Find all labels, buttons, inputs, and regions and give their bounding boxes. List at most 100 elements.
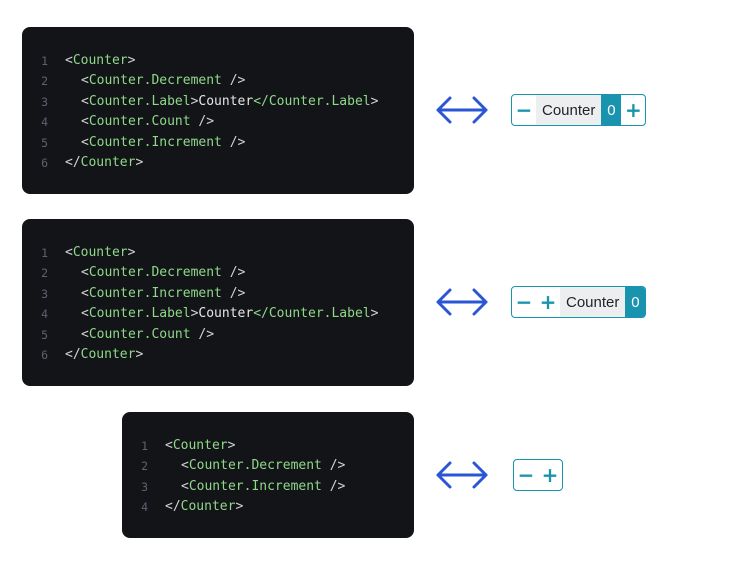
line-number: 1 — [41, 54, 48, 68]
counter-preview-3: −+ — [513, 459, 563, 491]
code-line: 2<Counter.Decrement /> — [122, 456, 414, 476]
line-number: 2 — [41, 74, 48, 89]
line-number: 2 — [41, 266, 48, 281]
decrement-button[interactable]: − — [517, 463, 535, 487]
code-punctuation: > — [135, 155, 144, 170]
code-tag-name: Counter.Decrement — [88, 265, 222, 281]
line-number: 1 — [141, 439, 148, 453]
code-text: </Counter> — [65, 345, 143, 365]
line-number: 4 — [141, 500, 148, 515]
code-line: 3<Counter.Label>Counter</Counter.Label> — [22, 92, 414, 112]
code-tag-name: Counter.Count — [88, 326, 191, 342]
code-text: <Counter> — [165, 436, 235, 456]
code-punctuation: < — [181, 458, 189, 474]
code-punctuation: < — [81, 114, 89, 130]
code-text: <Counter.Label>Counter</Counter.Label> — [81, 92, 378, 112]
code-tag-name: Counter.Increment — [88, 285, 222, 301]
code-text: <Counter.Increment /> — [181, 477, 345, 497]
code-line: 4 <Counter.Label>Counter</Counter.Label> — [22, 304, 414, 324]
code-line: 1 <Counter> — [22, 243, 414, 263]
code-punctuation: > — [235, 499, 244, 515]
code-punctuation: /> — [190, 326, 215, 342]
code-line: 4 </Counter> — [122, 497, 414, 517]
code-text: <Counter.Increment /> — [81, 133, 245, 153]
code-text: <Counter> — [65, 51, 135, 71]
code-punctuation: > — [135, 347, 144, 362]
code-punctuation: > — [190, 93, 199, 109]
code-tag-name: </Counter.Label — [253, 93, 371, 109]
code-punctuation: </ — [165, 499, 181, 515]
code-punctuation: /> — [221, 285, 246, 301]
code-punctuation: </ — [65, 155, 81, 170]
code-line: 1 <Counter> — [22, 51, 414, 71]
code-tag-name: Counter.Decrement — [188, 458, 322, 474]
code-punctuation: /> — [221, 73, 246, 89]
code-block-2: 1<Counter>2<Counter.Decrement />3<Counte… — [22, 219, 414, 386]
code-tag-name: Counter.Increment — [188, 478, 322, 494]
decrement-button[interactable]: − — [515, 290, 533, 314]
code-text: <Counter.Decrement /> — [81, 71, 245, 91]
code-punctuation: < — [81, 93, 89, 109]
code-punctuation: < — [81, 326, 89, 342]
code-text: <Counter.Decrement /> — [181, 456, 345, 476]
line-number: 6 — [41, 348, 48, 362]
code-tag-name: Counter.Label — [88, 306, 191, 322]
code-punctuation: < — [81, 265, 89, 281]
code-text: <Counter.Decrement /> — [81, 263, 245, 283]
code-line: 6</Counter> — [22, 153, 414, 173]
bidirectional-arrow-icon — [436, 461, 488, 489]
code-line: 1 <Counter> — [122, 436, 414, 456]
line-number: 3 — [141, 479, 148, 494]
code-punctuation: < — [65, 53, 73, 68]
code-tag-name: Counter — [172, 438, 228, 453]
code-punctuation: /> — [221, 265, 246, 281]
code-tag-name: Counter.Increment — [88, 134, 222, 150]
code-punctuation: < — [181, 478, 189, 494]
code-text: <Counter.Label>Counter</Counter.Label> — [81, 304, 378, 324]
increment-button[interactable]: + — [624, 98, 642, 122]
code-line: 2 <Counter.Decrement /> — [22, 263, 414, 283]
code-punctuation: > — [127, 245, 136, 260]
counter-count: 0 — [601, 95, 622, 125]
line-number: 6 — [41, 156, 48, 170]
line-number: 1 — [41, 246, 48, 260]
code-tag-name: </Counter.Label — [253, 306, 371, 322]
code-text: <Counter.Count /> — [81, 325, 214, 345]
code-line: 3 <Counter.Increment /> — [22, 284, 414, 304]
decrement-button[interactable]: − — [515, 98, 533, 122]
increment-button[interactable]: + — [539, 290, 557, 314]
code-tag-name: Counter — [72, 245, 128, 260]
bidirectional-arrow-icon — [436, 96, 488, 124]
code-punctuation: /> — [321, 478, 346, 494]
code-tag-name: Counter.Decrement — [88, 73, 222, 89]
code-punctuation: < — [81, 306, 89, 322]
increment-button[interactable]: + — [541, 463, 559, 487]
code-line: 6 </Counter> — [22, 345, 414, 365]
line-number: 4 — [41, 307, 48, 322]
code-punctuation: > — [370, 306, 379, 322]
line-number: 5 — [41, 135, 48, 150]
line-number: 3 — [41, 286, 48, 301]
line-number: 3 — [41, 94, 48, 109]
counter-label: Counter — [560, 287, 626, 317]
bidirectional-arrow-icon — [436, 288, 488, 316]
line-number: 5 — [41, 327, 48, 342]
code-punctuation: < — [81, 134, 89, 150]
code-line: 4<Counter.Count /> — [22, 112, 414, 132]
code-punctuation: < — [81, 73, 89, 89]
code-line: 3 <Counter.Increment /> — [122, 477, 414, 497]
code-text: <Counter> — [65, 243, 135, 263]
code-tag-name: Counter.Count — [88, 114, 191, 130]
code-text: <Counter.Increment /> — [81, 284, 245, 304]
code-punctuation: > — [190, 306, 199, 322]
code-tag-name: Counter — [180, 499, 236, 515]
code-punctuation: /> — [221, 134, 246, 150]
code-line: 5 <Counter.Count /> — [22, 325, 414, 345]
code-line: 5 <Counter.Increment /> — [22, 133, 414, 153]
code-punctuation: </ — [65, 347, 81, 362]
code-tag-name: Counter — [72, 53, 128, 68]
line-number: 4 — [41, 115, 48, 130]
code-punctuation: > — [127, 53, 136, 68]
code-text-content: Counter — [198, 93, 254, 109]
